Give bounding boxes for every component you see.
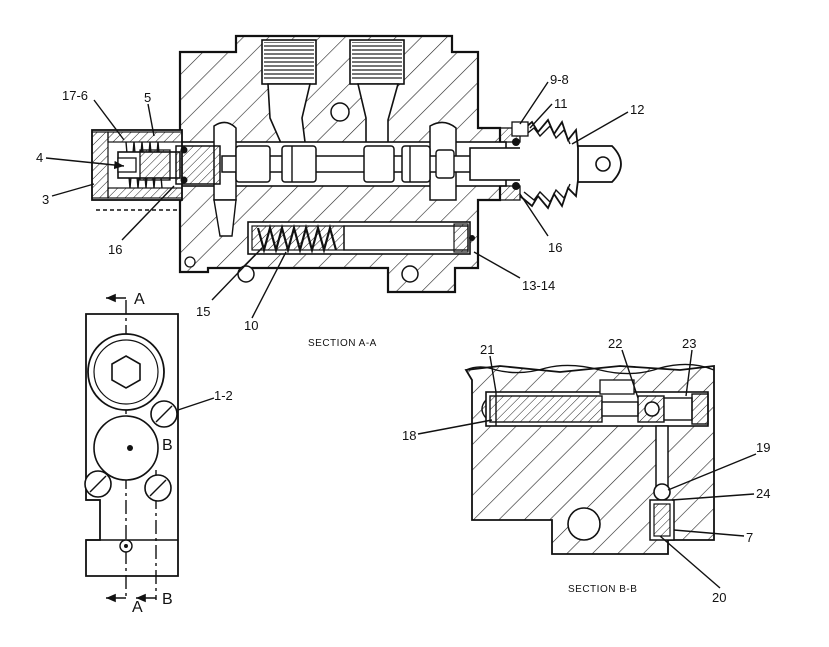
label-22: 22 bbox=[608, 336, 622, 351]
section-a-a: 17-6 5 4 3 16 9-8 11 12 16 13-14 15 10 S… bbox=[36, 34, 644, 349]
label-23: 23 bbox=[682, 336, 696, 351]
label-b-bottom: B bbox=[162, 591, 173, 608]
boot bbox=[519, 118, 579, 210]
label-16-left: 16 bbox=[108, 242, 122, 257]
label-13-14: 13-14 bbox=[522, 278, 555, 293]
section-a-caption: SECTION A-A bbox=[308, 338, 377, 349]
left-cap bbox=[91, 129, 221, 211]
section-b-b: 21 22 23 18 19 24 7 20 SECTION B-B bbox=[402, 336, 770, 605]
section-a-leaders bbox=[45, 81, 629, 319]
label-a-top: A bbox=[134, 291, 145, 308]
label-b-mid: B bbox=[162, 437, 173, 454]
label-15: 15 bbox=[196, 304, 210, 319]
label-18: 18 bbox=[402, 428, 416, 443]
spool bbox=[221, 145, 513, 183]
label-5: 5 bbox=[144, 90, 151, 105]
label-a-bottom: A bbox=[132, 599, 143, 616]
label-12: 12 bbox=[630, 102, 644, 117]
label-1-2: 1-2 bbox=[214, 388, 233, 403]
label-10: 10 bbox=[244, 318, 258, 333]
label-17-6: 17-6 bbox=[62, 88, 88, 103]
label-16-right: 16 bbox=[548, 240, 562, 255]
label-21: 21 bbox=[480, 342, 494, 357]
label-4: 4 bbox=[36, 150, 43, 165]
label-3: 3 bbox=[42, 192, 49, 207]
relief-spring-chamber bbox=[247, 221, 475, 255]
label-20: 20 bbox=[712, 590, 726, 605]
section-b-caption: SECTION B-B bbox=[568, 584, 637, 595]
plug-mid bbox=[93, 415, 159, 481]
label-19: 19 bbox=[756, 440, 770, 455]
section-b-leaders bbox=[417, 349, 757, 589]
end-view: 1-2 A B A B bbox=[84, 291, 233, 616]
label-7: 7 bbox=[746, 530, 753, 545]
label-24: 24 bbox=[756, 486, 770, 501]
label-9-8: 9-8 bbox=[550, 72, 569, 87]
label-11: 11 bbox=[554, 96, 568, 111]
